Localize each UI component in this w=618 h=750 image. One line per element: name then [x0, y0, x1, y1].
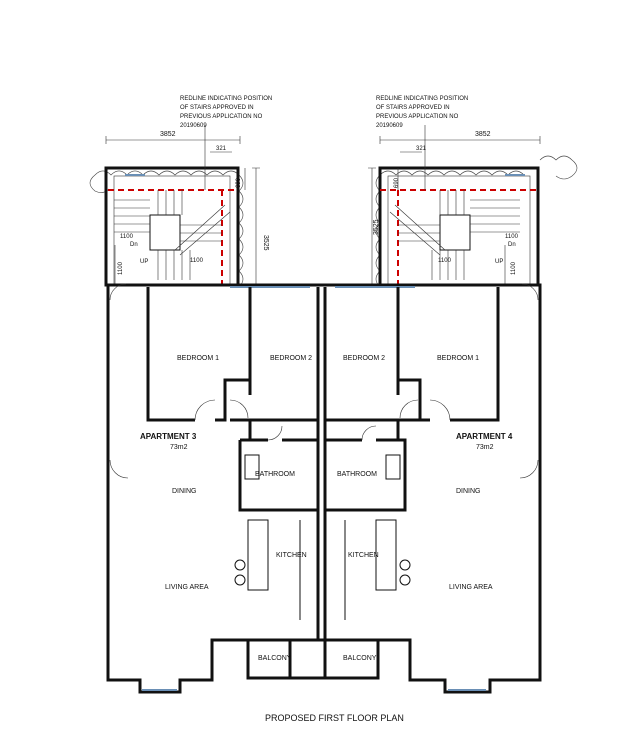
annotation-line: REDLINE INDICATING POSITION	[376, 96, 468, 102]
dim-stair: 1100	[190, 258, 204, 264]
stair-down-label: Dn	[130, 242, 138, 248]
dim-top: 690	[236, 177, 242, 188]
dim-stair: 1100	[118, 261, 124, 275]
dim-offset: 321	[216, 146, 227, 152]
dim-stair: 1100	[511, 261, 517, 275]
annotation-line: REDLINE INDICATING POSITION	[180, 96, 272, 102]
dimension-lines	[105, 125, 541, 286]
stair-block-left	[104, 166, 240, 287]
apartment-area: 73m2	[476, 444, 494, 451]
annotation-line: PREVIOUS APPLICATION NO	[376, 114, 459, 120]
dim-depth: 3525	[373, 219, 380, 235]
room-dining: DINING	[456, 488, 481, 495]
annotation-line: 20190609	[180, 123, 207, 129]
annotation-left: REDLINE INDICATING POSITION OF STAIRS AP…	[180, 96, 272, 129]
room-balcony: BALCONY	[343, 655, 377, 662]
room-bedroom-2: BEDROOM 2	[270, 355, 312, 362]
room-living-area: LIVING AREA	[449, 584, 493, 591]
hedge-outline	[89, 155, 578, 288]
apartment-area: 73m2	[170, 444, 188, 451]
building-walls	[106, 283, 542, 694]
stair-down-label: Dn	[508, 242, 516, 248]
room-living-area: LIVING AREA	[165, 584, 209, 591]
apartment-name: APARTMENT 3	[140, 432, 197, 441]
dim-stair: 1100	[505, 234, 519, 240]
annotation-right: REDLINE INDICATING POSITION OF STAIRS AP…	[376, 96, 468, 129]
room-balcony: BALCONY	[258, 655, 292, 662]
room-kitchen: KITCHEN	[276, 552, 307, 559]
dim-width: 3852	[475, 131, 491, 138]
room-bedroom-1: BEDROOM 1	[437, 355, 479, 362]
annotation-line: OF STAIRS APPROVED IN	[376, 105, 450, 111]
annotation-line: OF STAIRS APPROVED IN	[180, 105, 254, 111]
room-kitchen: KITCHEN	[348, 552, 379, 559]
stair-up-label: UP	[140, 259, 148, 265]
apartment-name: APARTMENT 4	[456, 432, 513, 441]
annotation-line: PREVIOUS APPLICATION NO	[180, 114, 263, 120]
room-bathroom: BATHROOM	[337, 471, 377, 478]
dim-offset: 321	[416, 146, 427, 152]
dim-stair: 1100	[438, 258, 452, 264]
room-dining: DINING	[172, 488, 197, 495]
annotation-line: 20190609	[376, 123, 403, 129]
dim-stair: 1100	[120, 234, 134, 240]
dim-width: 3852	[160, 131, 176, 138]
dim-depth: 3525	[262, 235, 269, 251]
plan-title: PROPOSED FIRST FLOOR PLAN	[265, 713, 404, 723]
stair-up-label: UP	[495, 259, 503, 265]
room-bathroom: BATHROOM	[255, 471, 295, 478]
dim-top: 690	[394, 177, 400, 188]
room-bedroom-1: BEDROOM 1	[177, 355, 219, 362]
room-bedroom-2: BEDROOM 2	[343, 355, 385, 362]
